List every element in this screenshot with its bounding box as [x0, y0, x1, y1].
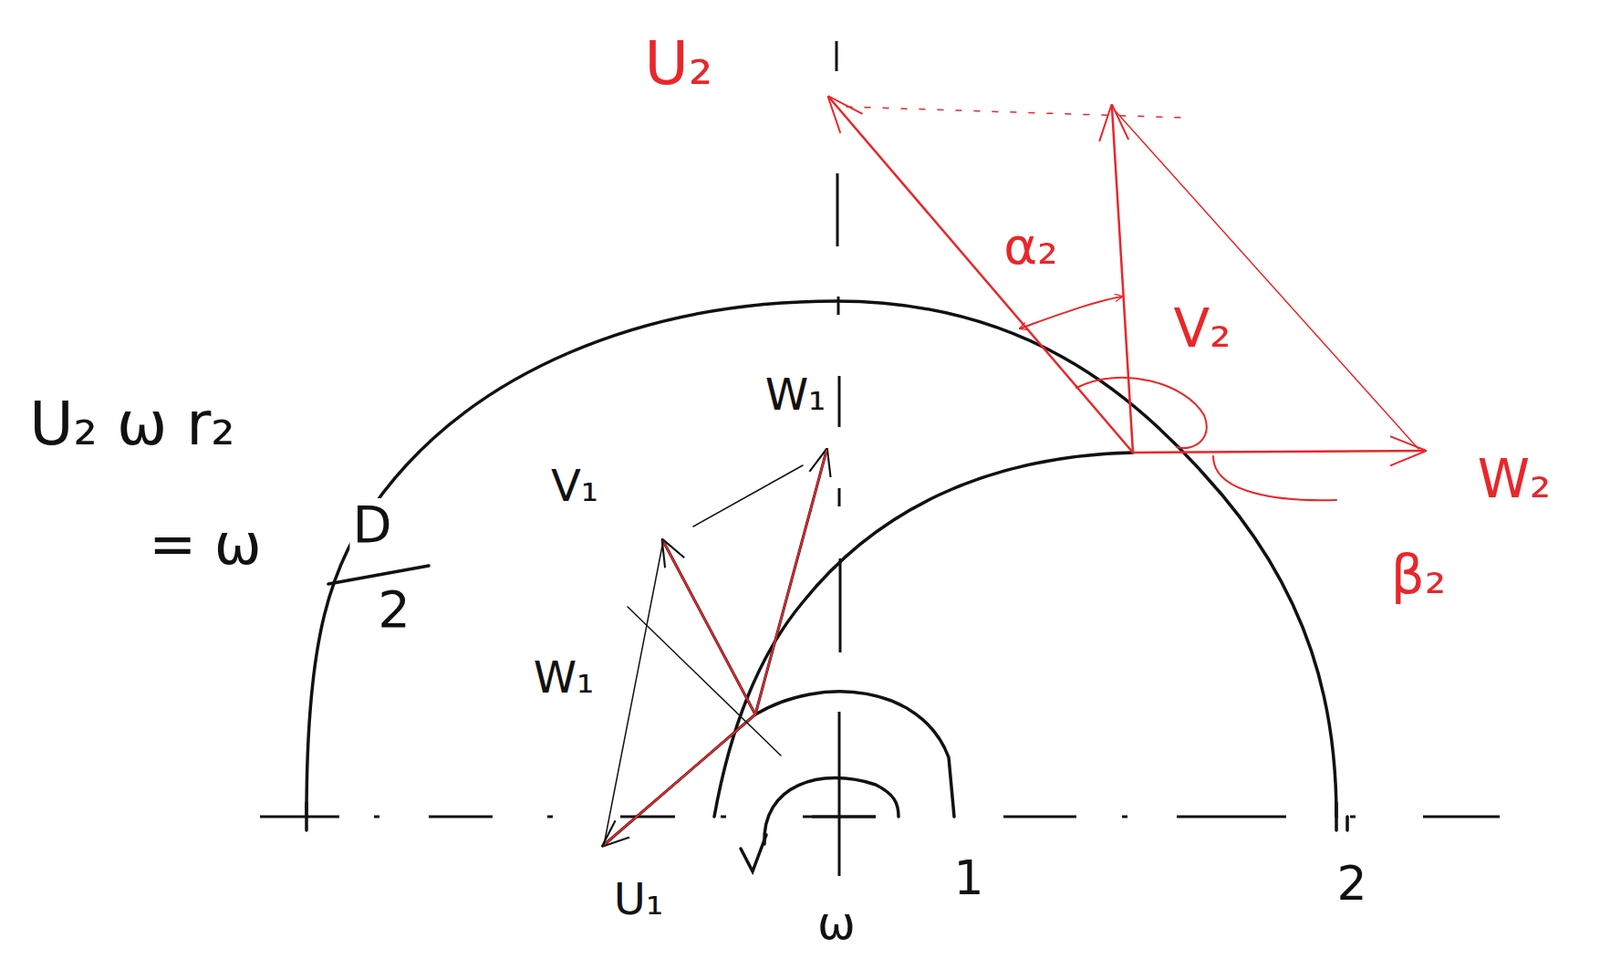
angle-label: β₂ — [1388, 547, 1449, 603]
velocity-label: W₁ — [762, 371, 830, 417]
station-number: 2 — [1333, 858, 1370, 908]
velocity-label: V₂ — [1171, 301, 1235, 356]
formula-text: = ω — [145, 515, 265, 574]
outlet-velocity-triangle — [830, 98, 1424, 500]
impeller-outline — [306, 301, 1348, 872]
axis — [811, 41, 876, 876]
angle-label: α₂ — [1000, 219, 1060, 273]
inlet-velocity-triangle — [603, 450, 827, 845]
velocity-label: U₂ — [642, 32, 717, 95]
formula-text: 2 — [374, 582, 414, 636]
velocity-label: V₁ — [548, 462, 602, 509]
formula-text: U₂ ω r₂ — [26, 393, 239, 456]
baseline — [259, 815, 1500, 819]
velocity-label: W₁ — [530, 654, 598, 700]
station-number: 1 — [950, 852, 987, 903]
rotation-label: ω — [814, 899, 859, 947]
velocity-label: U₁ — [611, 875, 666, 922]
velocity-label: W₂ — [1475, 451, 1555, 507]
formula-text: D — [349, 498, 395, 551]
